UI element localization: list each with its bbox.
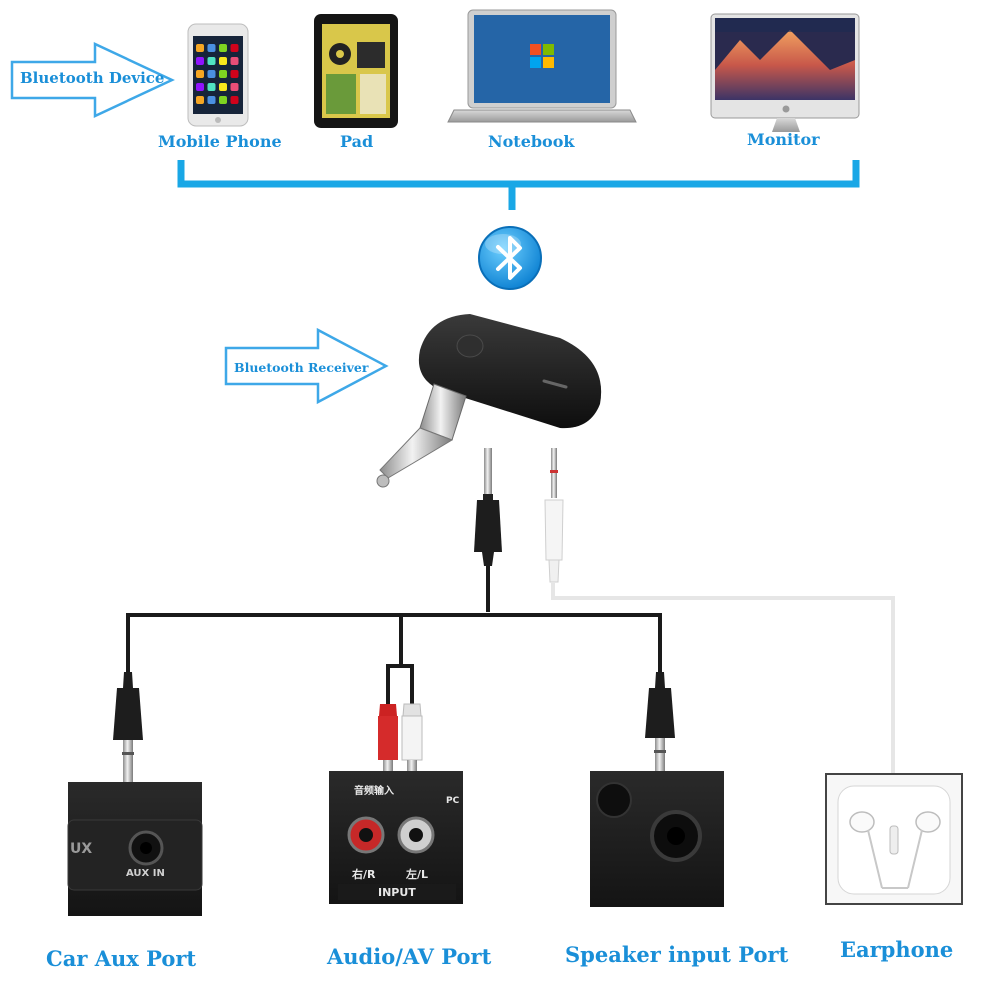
notebook-label: Notebook (488, 132, 575, 151)
app-icon (219, 83, 227, 91)
pad-label: Pad (340, 132, 374, 151)
app-icon (207, 57, 216, 65)
speaker-panel (590, 771, 724, 907)
app-icon (230, 44, 239, 52)
app-icon (196, 83, 204, 91)
mobile-phone-label: Mobile Phone (158, 132, 282, 151)
car-aux-panel (67, 782, 203, 916)
input-text: INPUT (378, 886, 416, 899)
app-icon (230, 83, 239, 91)
app-icon (196, 96, 204, 104)
speaker-plug (645, 672, 675, 782)
right-channel-text: 右/R (352, 868, 376, 881)
app-icon (196, 57, 204, 65)
ux-text: UX (70, 841, 93, 857)
app-icon (196, 70, 204, 78)
splitter-cable (126, 566, 662, 706)
app-icon (230, 70, 239, 78)
app-icon (219, 57, 227, 65)
monitor-label: Monitor (747, 130, 820, 149)
windows-logo (530, 44, 554, 68)
bluetooth-receiver-label: Bluetooth Receiver (234, 360, 369, 375)
rca-plugs (378, 703, 423, 780)
bluetooth-device-arrow (10, 42, 175, 118)
apple-logo (782, 105, 790, 113)
app-icon (219, 96, 227, 104)
speaker-port-label: Speaker input Port (565, 942, 789, 967)
white-earphone-jack (544, 448, 564, 583)
earphone-box (825, 773, 963, 905)
mobile-phone-image (187, 23, 249, 127)
white-cable (551, 582, 895, 780)
bluetooth-receiver-arrow (224, 327, 389, 405)
left-channel-text: 左/L (406, 868, 429, 881)
app-icon (207, 70, 216, 78)
app-icon (207, 96, 216, 104)
pad-image (314, 14, 398, 128)
device-bracket (177, 160, 860, 210)
monitor-image (710, 13, 860, 132)
app-icon (230, 96, 239, 104)
audio-av-port-label: Audio/AV Port (327, 944, 492, 969)
bluetooth-receiver (376, 314, 602, 488)
pc-text: PC (446, 796, 460, 806)
app-icon (207, 83, 216, 91)
audio-av-panel (329, 771, 463, 904)
black-aux-jack (474, 448, 502, 566)
bluetooth-icon (478, 226, 542, 290)
app-icon (230, 57, 239, 65)
car-aux-port-label: Car Aux Port (46, 946, 197, 971)
aux-in-text: AUX IN (126, 868, 165, 879)
car-aux-plug (113, 672, 143, 784)
app-icon (196, 44, 204, 52)
earphone-label: Earphone (840, 937, 954, 962)
app-icon (207, 44, 216, 52)
bluetooth-device-label: Bluetooth Device (20, 69, 165, 87)
notebook-image (447, 9, 637, 123)
audio-input-cn-text: 音频输入 (354, 786, 394, 797)
app-icon (219, 44, 227, 52)
app-icon (219, 70, 227, 78)
